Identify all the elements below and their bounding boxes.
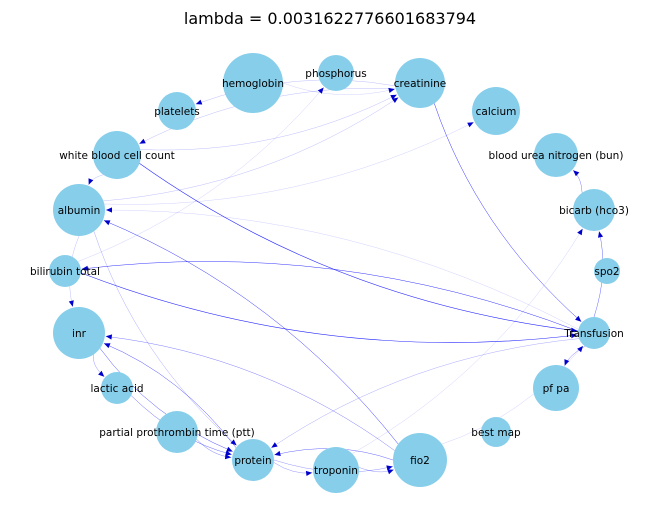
arrowhead-transfusion-to-bicarb bbox=[598, 231, 604, 238]
arrowhead-bicarb-to-bun bbox=[573, 170, 580, 177]
node-label-pfpa: pf pa bbox=[543, 383, 570, 395]
arrowhead-troponin-to-fio2 bbox=[387, 469, 394, 475]
edge-wbc-to-transfusion bbox=[139, 163, 578, 332]
node-label-calcium: calcium bbox=[476, 106, 517, 118]
node-creatinine bbox=[395, 58, 445, 108]
arrowhead-transfusion-to-albumin bbox=[106, 207, 112, 213]
edge-bilirubin-to-transfusion bbox=[80, 272, 578, 343]
node-bilirubin bbox=[49, 255, 81, 287]
node-label-transfusion: Transfusion bbox=[563, 328, 624, 340]
edge-troponin-to-bicarb bbox=[352, 228, 583, 454]
arrowhead-creatinine-to-wbc bbox=[139, 138, 146, 144]
node-fio2 bbox=[393, 433, 447, 487]
arrowhead-troponin-to-bicarb bbox=[577, 228, 583, 236]
arrowhead-fio2-to-albumin bbox=[103, 220, 111, 226]
edge-transfusion-to-albumin bbox=[105, 209, 579, 330]
node-label-bestmap: best map bbox=[471, 427, 521, 439]
edge-fio2-to-inr bbox=[105, 336, 395, 451]
node-label-bun: blood urea nitrogen (bun) bbox=[489, 150, 624, 162]
node-albumin bbox=[53, 184, 105, 236]
arrowhead-ptt-to-protein bbox=[224, 454, 232, 460]
edge-layer bbox=[68, 79, 604, 476]
node-pfpa bbox=[533, 365, 579, 411]
node-label-inr: inr bbox=[72, 328, 87, 340]
edge-bilirubin-to-phosphorus bbox=[77, 87, 324, 262]
edge-wbc-to-creatinine bbox=[140, 94, 397, 151]
node-label-hemoglobin: hemoglobin bbox=[222, 78, 284, 90]
arrowhead-creatinine-to-platelets bbox=[195, 99, 203, 105]
node-transfusion bbox=[578, 317, 610, 349]
node-bestmap bbox=[481, 417, 511, 447]
node-layer: hemoglobin phosphorus creatinine calcium pla… bbox=[30, 53, 629, 493]
arrowhead-albumin-to-creatinine bbox=[392, 97, 399, 103]
arrowhead-transfusion-to-pfpa bbox=[564, 359, 570, 366]
arrowhead-fio2-to-protein bbox=[274, 450, 281, 456]
arrowhead-protein-to-troponin bbox=[305, 470, 313, 476]
node-hemoglobin bbox=[223, 53, 283, 113]
node-phosphorus bbox=[318, 55, 354, 91]
node-label-fio2: fio2 bbox=[410, 455, 430, 467]
node-bun bbox=[534, 133, 578, 177]
node-label-phosphorus: phosphorus bbox=[305, 68, 366, 80]
node-label-lactic: lactic acid bbox=[90, 383, 143, 395]
edge-creatinine-to-transfusion bbox=[434, 103, 582, 322]
node-calcium bbox=[472, 87, 520, 135]
arrowhead-wbc-to-albumin bbox=[88, 178, 94, 185]
node-label-troponin: troponin bbox=[314, 465, 358, 477]
node-ptt bbox=[156, 411, 198, 453]
edge-hemoglobin-to-creatinine bbox=[282, 82, 395, 95]
node-troponin bbox=[313, 447, 359, 493]
node-protein bbox=[232, 439, 274, 481]
arrowhead-fio2-to-transfusion bbox=[577, 346, 583, 353]
node-inr bbox=[53, 307, 105, 359]
node-wbc bbox=[93, 131, 141, 179]
arrowhead-protein-to-fio2 bbox=[386, 465, 393, 471]
arrowhead-inr-to-lactic bbox=[98, 370, 105, 377]
edge-albumin-to-protein bbox=[93, 231, 237, 446]
node-label-creatinine: creatinine bbox=[394, 78, 446, 90]
arrowhead-albumin-to-inr bbox=[68, 300, 74, 307]
edge-transfusion-to-bilirubin bbox=[81, 261, 579, 332]
edge-albumin-to-calcium bbox=[104, 122, 474, 205]
edge-transfusion-to-protein bbox=[271, 338, 580, 448]
edge-inr-to-protein bbox=[99, 348, 233, 452]
edge-fio2-to-transfusion bbox=[441, 345, 584, 445]
edge-fio2-to-albumin bbox=[103, 220, 399, 445]
edge-creatinine-to-platelets bbox=[195, 79, 396, 105]
node-label-ptt: partial prothrombin time (ptt) bbox=[99, 427, 255, 439]
arrowhead-bilirubin-to-transfusion bbox=[570, 333, 578, 339]
arrowhead-bilirubin-to-phosphorus bbox=[317, 87, 324, 94]
arrowhead-inr-to-protein bbox=[226, 446, 233, 452]
node-lactic bbox=[101, 372, 133, 404]
node-label-albumin: albumin bbox=[58, 205, 100, 217]
figure-title: lambda = 0.0031622776601683794 bbox=[184, 9, 476, 28]
edge-albumin-to-creatinine bbox=[103, 97, 399, 201]
arrowhead-albumin-to-protein bbox=[230, 439, 237, 446]
arrowhead-wbc-to-creatinine bbox=[390, 94, 397, 100]
arrowhead-fio2-to-inr bbox=[105, 334, 113, 340]
node-label-wbc: white blood cell count bbox=[59, 150, 175, 162]
node-label-bicarb: bicarb (hco3) bbox=[559, 205, 629, 217]
edge-protein-to-inr bbox=[103, 343, 237, 448]
arrowhead-transfusion-to-protein bbox=[271, 442, 278, 448]
arrowhead-hemoglobin-to-creatinine bbox=[388, 87, 395, 93]
arrowhead-creatinine-to-transfusion bbox=[575, 315, 582, 322]
node-platelets bbox=[158, 92, 196, 130]
node-label-spo2: spo2 bbox=[594, 266, 619, 278]
node-label-platelets: platelets bbox=[154, 106, 200, 118]
node-bicarb bbox=[573, 189, 615, 231]
arrowhead-albumin-to-calcium bbox=[467, 122, 474, 128]
arrowhead-protein-to-inr bbox=[103, 343, 111, 349]
arrowhead-transfusion-to-bilirubin bbox=[81, 265, 89, 271]
node-spo2 bbox=[594, 258, 620, 284]
node-label-protein: protein bbox=[234, 455, 271, 467]
node-label-bilirubin: bilirubin total bbox=[30, 266, 100, 278]
arrowhead-lactic-to-protein bbox=[225, 450, 232, 456]
